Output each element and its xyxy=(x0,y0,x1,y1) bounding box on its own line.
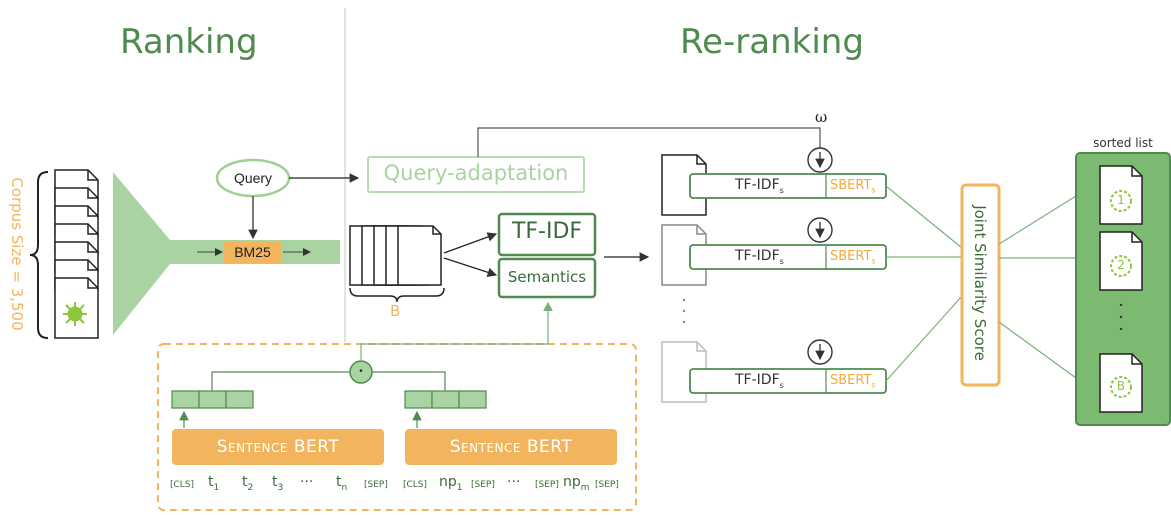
reranking-title: Re-ranking xyxy=(680,22,864,62)
tfidf-label: TF-IDF xyxy=(511,219,583,244)
row-1-sbert: SBERTs xyxy=(830,178,876,195)
token: np1 xyxy=(439,474,463,493)
semantics-feed-line xyxy=(360,307,549,361)
token: ··· xyxy=(507,474,521,490)
b-brace xyxy=(349,287,445,303)
token: tn xyxy=(336,474,348,493)
token: [CLS] xyxy=(403,480,428,490)
row-2-sbert: SBERTs xyxy=(830,249,876,266)
combine-operator: • xyxy=(359,366,363,377)
corpus-documents xyxy=(54,169,99,339)
token: [SEP] xyxy=(595,480,619,490)
tfidf-box xyxy=(497,212,597,257)
corpus-size-label: Corpus Size = 3,500 xyxy=(8,177,26,331)
query-label: Query xyxy=(233,170,273,186)
semantics-box xyxy=(497,257,597,299)
token: [SEP] xyxy=(535,480,559,490)
omega-label: ω xyxy=(815,108,828,126)
vertical-ellipsis-left xyxy=(682,298,686,324)
rank-1-label: 1 xyxy=(1117,193,1125,207)
token: t2 xyxy=(242,474,254,493)
token: ··· xyxy=(300,474,314,490)
ranking-title: Ranking xyxy=(120,22,258,62)
rank-b-label: B xyxy=(1116,379,1126,393)
query-adaptation-label[interactable]: Query-adaptation xyxy=(383,161,569,185)
row-3-tfidf: TF-IDFs xyxy=(735,372,784,390)
corpus-brace xyxy=(29,171,49,339)
bm25-label: BM25 xyxy=(234,244,271,260)
vertical-ellipsis-right xyxy=(1119,303,1123,331)
rank-badges xyxy=(1110,190,1132,398)
sorted-docs xyxy=(1099,165,1143,413)
joint-similarity-label: Joint Similarity Score xyxy=(971,205,989,361)
rank-2-label: 2 xyxy=(1117,258,1125,272)
virus-icon xyxy=(63,302,87,326)
row-1-tfidf: TF-IDFs xyxy=(735,177,784,195)
sentence-bert-right: Sentence BERT xyxy=(405,429,617,465)
omega-line xyxy=(477,127,821,157)
query-adaptation-box xyxy=(367,156,585,193)
bm25-box xyxy=(224,242,281,263)
sentence-bert-left: Sentence BERT xyxy=(172,429,384,465)
joint-lines-out xyxy=(998,195,1077,379)
connector-left xyxy=(211,371,350,391)
token: [SEP] xyxy=(364,480,388,490)
token: npm xyxy=(563,474,590,493)
embedding-vectors xyxy=(171,390,487,409)
token: [CLS] xyxy=(170,480,195,490)
joint-lines-in xyxy=(885,185,963,382)
sorted-list-title: sorted list xyxy=(1093,136,1153,150)
token: t1 xyxy=(208,474,220,493)
tokens-left: [CLS] t1 t2 t3 ··· tn [SEP] xyxy=(168,474,390,500)
joint-similarity-box xyxy=(960,183,1001,387)
score-bars xyxy=(689,173,887,394)
token: t3 xyxy=(272,474,284,493)
topb-documents xyxy=(349,225,442,286)
topb-label: B xyxy=(390,302,401,320)
tokens-right: [CLS] np1 [SEP] ··· [SEP] npm [SEP] xyxy=(401,474,623,500)
connector-right xyxy=(372,371,446,391)
row-2-tfidf: TF-IDFs xyxy=(735,248,784,266)
semantics-label: Semantics xyxy=(507,268,587,286)
token: [SEP] xyxy=(471,480,495,490)
row-3-sbert: SBERTs xyxy=(830,373,876,390)
